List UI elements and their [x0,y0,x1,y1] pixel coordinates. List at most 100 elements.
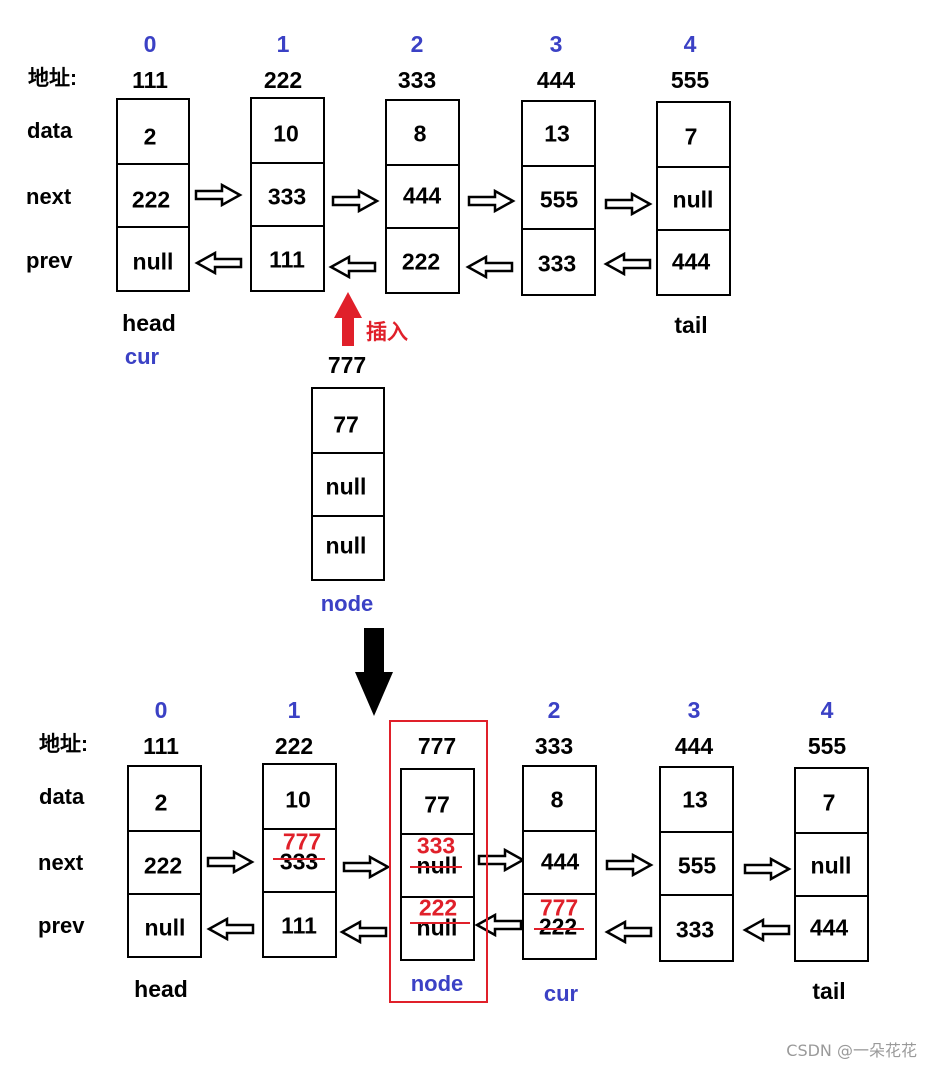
node-next: 444 [540,848,580,875]
inserted-node-highlight [389,720,488,1003]
node-index: 3 [687,697,701,723]
node-prev: 111 [281,912,317,939]
new-node [311,387,385,581]
head-label: head [134,976,188,1002]
tail-label: tail [812,978,846,1004]
list-node [522,765,597,960]
node-index: 2 [410,31,424,57]
node-address: 444 [674,733,714,759]
node-data: 10 [273,120,299,147]
next-arrow-icon [604,192,652,216]
node-data: 7 [822,789,836,816]
node-index: 4 [683,31,697,57]
node-next-new: 333 [416,832,456,859]
node-data: 8 [550,786,564,813]
node-next-old: 333 [279,848,319,875]
row-label-prev: prev [38,913,85,938]
new-node-address: 777 [327,352,367,378]
node-address: 555 [807,733,847,759]
node-prev-old: null [416,914,458,941]
prev-arrow-icon [340,920,388,944]
node-address: 222 [274,733,314,759]
list-node [521,100,596,296]
node-next: 555 [539,186,579,213]
next-arrow-icon [206,850,254,874]
node-data: 2 [154,789,168,816]
list-node-inserted [400,768,475,961]
insert-arrow-icon [334,292,362,346]
node-next: null [810,852,852,879]
list-node [659,766,734,962]
next-arrow-icon [194,183,242,207]
node-prev: 111 [269,246,305,273]
prev-arrow-icon [743,918,791,942]
next-arrow-icon [743,857,791,881]
list-node [262,763,337,958]
row-label-next: next [26,184,72,209]
down-arrow-icon [355,628,393,716]
node-next: null [672,186,714,213]
node-index: 1 [287,697,301,723]
node-index: 0 [154,697,168,723]
address-label: 地址: [39,733,88,756]
node-data: 13 [682,786,708,813]
node-prev: 333 [537,250,577,277]
address-label: 地址: [28,67,77,90]
list-node [656,101,731,296]
next-arrow-icon [605,853,653,877]
row-label-data: data [27,118,73,143]
node-prev-new: 222 [418,894,458,921]
prev-arrow-icon [195,251,243,275]
strike-line [534,928,584,930]
list-node [127,765,202,958]
strike-line [410,922,470,924]
cur-label: cur [124,344,160,369]
node-prev: null [144,914,186,941]
list-node [116,98,190,292]
strike-line [273,858,325,860]
node-address: 111 [143,733,179,759]
node-address: 555 [670,67,710,93]
node-data: 2 [143,123,157,150]
strike-line [410,866,462,868]
node-address: 333 [397,67,437,93]
node-index: 4 [820,697,834,723]
node-prev-new: 777 [539,894,579,921]
next-arrow-icon [331,189,379,213]
node-next: 222 [143,852,183,879]
cur-label: cur [543,981,579,1006]
node-data: 13 [544,120,570,147]
node-index: 2 [547,697,561,723]
node-label: node [320,591,374,616]
watermark: CSDN @一朵花花 [786,1041,917,1060]
node-data: 8 [413,120,427,147]
node-next: 333 [267,183,307,210]
node-prev: 222 [401,248,441,275]
row-label-prev: prev [26,248,73,273]
prev-arrow-icon [604,252,652,276]
next-arrow-icon [477,848,525,872]
node-address: 111 [132,67,168,93]
node-address: 777 [417,733,457,759]
prev-arrow-icon [207,917,255,941]
node-address: 222 [263,67,303,93]
node-data: 7 [684,123,698,150]
node-prev: null [132,248,174,275]
prev-arrow-icon [605,920,653,944]
new-node-data: 77 [333,411,359,438]
prev-arrow-icon [466,255,514,279]
row-label-next: next [38,850,84,875]
node-address: 444 [536,67,576,93]
list-node [385,99,460,294]
node-index: 3 [549,31,563,57]
node-next: 222 [131,186,171,213]
node-index: 1 [276,31,290,57]
node-index: 0 [143,31,157,57]
prev-arrow-icon [475,913,523,937]
node-prev: 444 [809,914,849,941]
head-label: head [122,310,176,336]
new-node-prev: null [325,532,367,559]
list-node [794,767,869,962]
node-next: 444 [402,182,442,209]
